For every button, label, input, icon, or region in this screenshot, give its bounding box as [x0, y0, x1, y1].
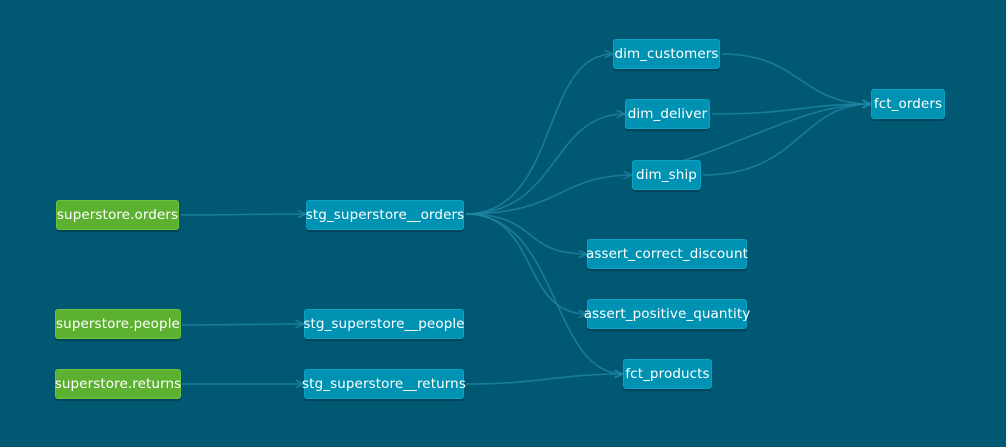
node-superstore-orders[interactable]: superstore.orders	[56, 200, 179, 230]
edge-stg-orders-to-assert-discount	[465, 213, 587, 254]
node-dim-customers[interactable]: dim_customers	[613, 39, 720, 69]
node-assert-positive-quantity[interactable]: assert_positive_quantity	[584, 299, 750, 329]
edge-people-to-stg-people	[181, 324, 304, 325]
node-stg-superstore-people[interactable]: stg_superstore__people	[303, 309, 465, 339]
edge-stg-orders-to-fct-products	[465, 213, 623, 374]
edge-dim-deliver-to-fct-orders	[711, 104, 871, 115]
node-assert-correct-discount[interactable]: assert_correct_discount	[586, 239, 748, 269]
edge-dim-ship-to-fct-orders	[702, 104, 871, 176]
node-stg-superstore-orders[interactable]: stg_superstore__orders	[306, 200, 464, 230]
edge-stg-returns-to-fct-products	[465, 374, 623, 385]
edge-orders-to-stg-orders	[180, 214, 306, 215]
node-superstore-people[interactable]: superstore.people	[55, 309, 181, 339]
node-stg-superstore-returns[interactable]: stg_superstore__returns	[302, 369, 466, 399]
node-superstore-returns[interactable]: superstore.returns	[55, 369, 181, 399]
edge-stg-orders-to-dim-customers	[465, 54, 613, 215]
edge-dim-customers-to-fct-orders	[721, 53, 871, 104]
node-dim-deliver[interactable]: dim_deliver	[625, 99, 710, 129]
node-fct-orders[interactable]: fct_orders	[871, 89, 945, 119]
node-fct-products[interactable]: fct_products	[623, 359, 712, 389]
edge-stg-orders-to-assert-quantity	[465, 213, 587, 314]
node-dim-ship[interactable]: dim_ship	[632, 160, 701, 190]
edge-stg-orders-to-dim-ship	[465, 175, 632, 215]
edge-stg-orders-to-dim-deliver	[465, 114, 625, 215]
